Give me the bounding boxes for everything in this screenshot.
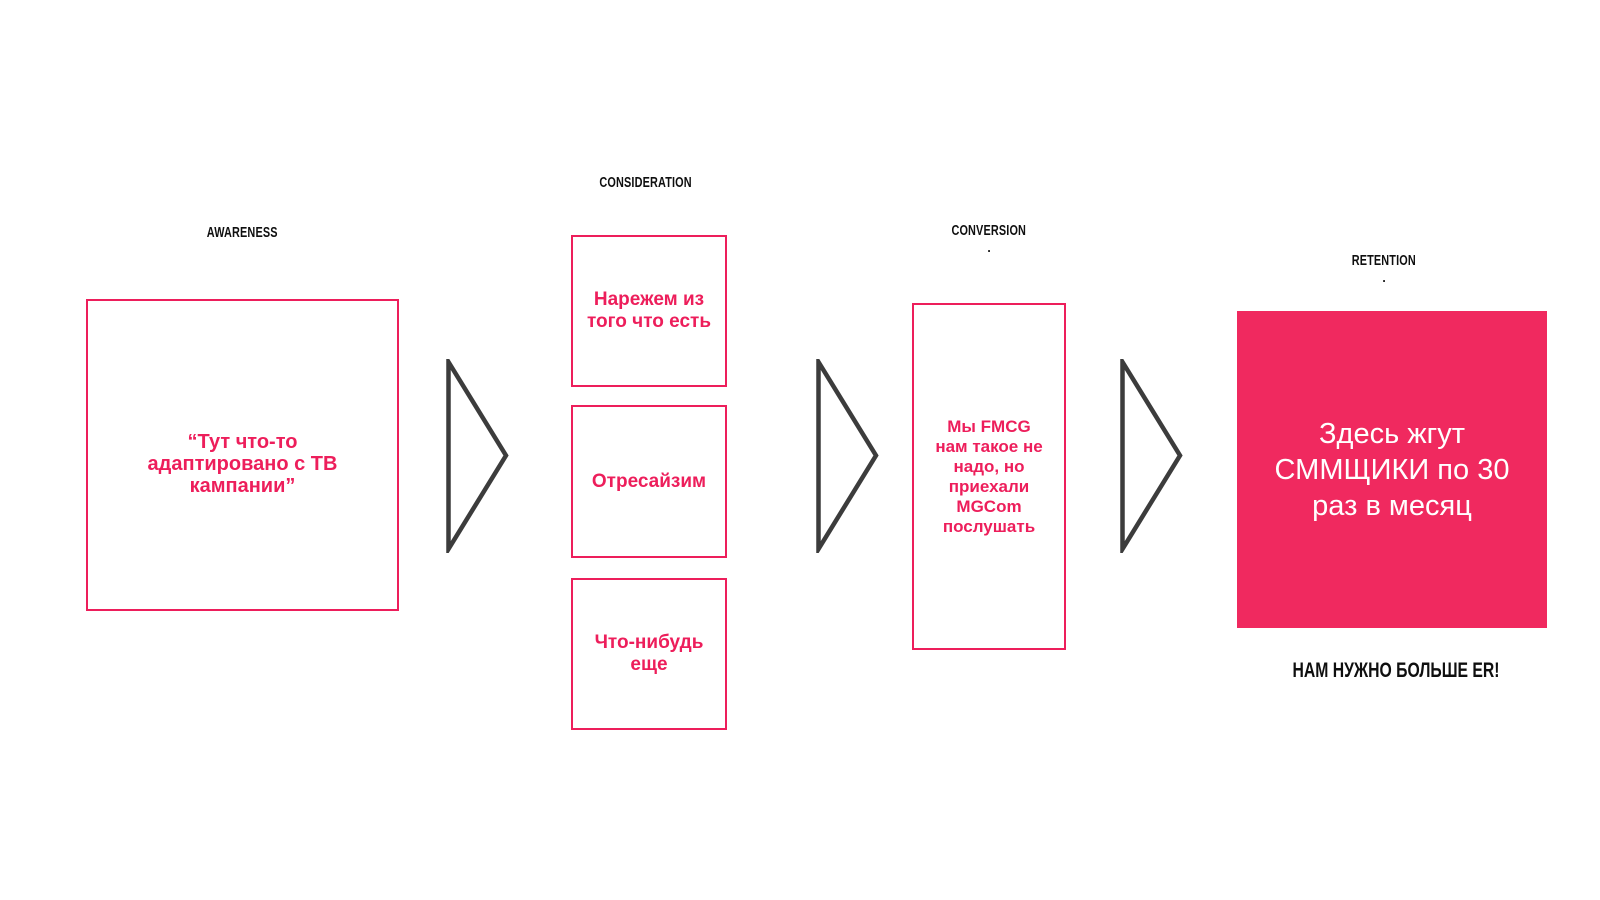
consideration-box-1-text: Нарежем из того что есть [586, 289, 712, 332]
conversion-box-text: Мы FMCG нам такое не надо, но приехали M… [935, 416, 1043, 536]
retention-box-text: Здесь жгут СММЩИКИ по 30 раз в месяц [1274, 417, 1510, 522]
retention-dot: . [1382, 270, 1386, 285]
conversion-dot: . [987, 240, 991, 255]
consideration-box-1: Нарежем из того что есть [571, 235, 727, 387]
consideration-box-3-text: Что-нибудь еще [594, 632, 704, 675]
stage-label-retention-text: RETENTION [1351, 253, 1417, 269]
retention-box: Здесь жгут СММЩИКИ по 30 раз в месяц [1237, 311, 1547, 628]
stage-label-consideration: CONSIDERATION [546, 174, 746, 192]
consideration-box-3: Что-нибудь еще [571, 578, 727, 730]
awareness-box-text: “Тут что-то адаптировано с ТВ кампании” [147, 431, 338, 497]
flow-arrow-icon [1120, 359, 1183, 553]
stage-label-awareness-text: AWARENESS [206, 225, 278, 241]
stage-label-conversion-text: CONVERSION [951, 223, 1027, 239]
retention-caption: НАМ НУЖНО БОЛЬШЕ ER! [1246, 659, 1546, 683]
conversion-box: Мы FMCG нам такое не надо, но приехали M… [912, 303, 1066, 650]
flow-arrow-icon [816, 359, 879, 553]
stage-label-consideration-text: CONSIDERATION [599, 175, 693, 191]
stage-label-retention: RETENTION [1284, 252, 1484, 270]
stage-label-conversion: CONVERSION [889, 222, 1089, 240]
consideration-box-2: Отресайзим [571, 405, 727, 558]
awareness-box: “Тут что-то адаптировано с ТВ кампании” [86, 299, 399, 611]
consideration-box-2-text: Отресайзим [591, 470, 707, 492]
flow-arrow-icon [446, 359, 509, 553]
retention-caption-text: НАМ НУЖНО БОЛЬШЕ ER! [1292, 659, 1500, 682]
stage-label-awareness: AWARENESS [142, 224, 342, 242]
